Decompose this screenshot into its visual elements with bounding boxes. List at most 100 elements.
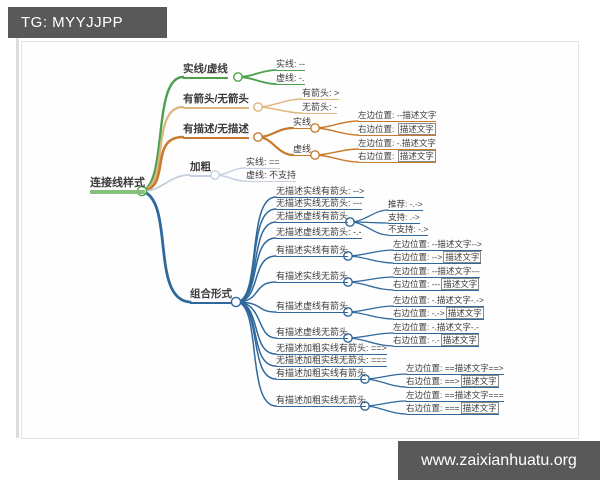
node-combo-r11[interactable]: 有描述加粗实线有箭头 <box>276 368 367 380</box>
node-toggle[interactable] <box>233 72 243 82</box>
edge <box>256 126 295 139</box>
edge <box>235 301 277 339</box>
node-desc-dashed[interactable]: 虚线 <box>293 144 312 156</box>
edge <box>364 378 407 388</box>
node-combo-r6-left[interactable]: 左边位置: --描述文字--- <box>393 266 480 278</box>
node-combo-r11-left[interactable]: 左边位置: ==描述文字==> <box>406 363 504 375</box>
edge <box>314 154 359 163</box>
edge <box>364 373 407 380</box>
node-desc-solid-left[interactable]: 左边位置: --描述文字 <box>358 110 437 122</box>
edge <box>314 120 359 129</box>
node-combo-r6-right[interactable]: 右边位置: ---描述文字 <box>393 278 480 291</box>
node-combo-r12-right[interactable]: 右边位置: ===描述文字 <box>406 402 499 415</box>
node-combo-r9[interactable]: 无描述加粗实线有箭头: ==> <box>276 343 387 355</box>
node-toggle[interactable] <box>253 132 263 142</box>
node-desc-solid-right[interactable]: 右边位置: 描述文字 <box>358 123 436 136</box>
edge <box>314 148 359 156</box>
node-with-arrow[interactable]: 有箭头: > <box>302 88 340 100</box>
node-combo-r10[interactable]: 无描述加粗实线无箭头: === <box>276 355 387 367</box>
node-desc-solid[interactable]: 实线 <box>293 117 312 129</box>
label-prefix: 右边位置: --> <box>393 252 443 262</box>
node-combo-r7[interactable]: 有描述虚线有箭头 <box>276 301 349 313</box>
edge <box>349 209 389 223</box>
node-combo-r3-recommend[interactable]: 推荐: -.-> <box>388 199 423 211</box>
node-toggle[interactable] <box>343 307 353 317</box>
edge-root-arrow <box>140 105 185 193</box>
edge <box>347 305 394 313</box>
node-combo-r6[interactable]: 有描述实线无箭头 <box>276 271 349 283</box>
edge <box>347 249 394 257</box>
node-combo-r2[interactable]: 无描述实线无箭头: --- <box>276 198 362 210</box>
node-desc[interactable]: 有描述/无描述 <box>183 123 249 139</box>
node-combo-r8-left[interactable]: 左边位置: -.描述文字-.- <box>393 322 479 334</box>
node-toggle[interactable] <box>343 333 353 343</box>
edge-root-solid-dashed <box>140 75 185 193</box>
node-no-arrow[interactable]: 无箭头: - <box>302 102 337 114</box>
edge <box>364 400 407 407</box>
label-boxed: 描述文字 <box>397 123 436 135</box>
node-solid-syntax[interactable]: 实线: -- <box>276 59 305 71</box>
edge-root-desc <box>140 135 185 193</box>
left-divider <box>16 36 19 438</box>
node-desc-dashed-left[interactable]: 左边位置: -.描述文字 <box>358 138 436 150</box>
edge <box>235 301 277 407</box>
node-dashed-syntax[interactable]: 虚线: -. <box>276 73 305 85</box>
node-root[interactable]: 连接线样式 <box>90 177 145 194</box>
node-combo-r3[interactable]: 无描述虚线有箭头 <box>276 211 349 223</box>
node-toggle[interactable] <box>360 401 370 411</box>
label-prefix: 右边位置: <box>358 151 397 161</box>
label-boxed: 描述文字 <box>441 278 480 290</box>
edge <box>237 69 277 78</box>
node-combo-r5-left[interactable]: 左边位置: --描述文字--> <box>393 239 483 251</box>
label-boxed: 描述文字 <box>443 251 482 263</box>
node-combo-r4[interactable]: 无描述虚线无箭头: -.- <box>276 227 362 239</box>
edge <box>237 76 277 85</box>
node-toggle[interactable] <box>230 296 242 308</box>
label-boxed: 描述文字 <box>460 402 499 414</box>
label-prefix: 右边位置: === <box>406 403 460 413</box>
node-combo-r8[interactable]: 有描述虚线无箭头 <box>276 327 349 339</box>
edge <box>314 127 359 136</box>
label-boxed: 描述文字 <box>460 375 499 387</box>
node-toggle[interactable] <box>310 123 320 133</box>
node-bold[interactable]: 加粗 <box>190 161 211 177</box>
node-combo-r12[interactable]: 有描述加粗实线无箭头 <box>276 395 367 407</box>
edge <box>347 332 394 339</box>
node-combo-r12-left[interactable]: 左边位置: ==描述文字=== <box>406 390 504 402</box>
node-combo-r11-right[interactable]: 右边位置: ==>描述文字 <box>406 375 499 388</box>
watermark-tag: TG: MYYJJPP <box>8 7 167 38</box>
node-combo-r7-right[interactable]: 右边位置: -.->描述文字 <box>393 307 484 320</box>
edge <box>257 106 303 114</box>
edge <box>256 135 295 157</box>
node-desc-dashed-right[interactable]: 右边位置: 描述文字 <box>358 150 436 163</box>
edge <box>347 255 394 264</box>
node-bold-solid[interactable]: 实线: == <box>246 157 280 169</box>
edge <box>347 311 394 320</box>
node-toggle[interactable] <box>360 374 370 384</box>
watermark-site: www.zaixianhuatu.org <box>398 441 600 480</box>
node-solid-dashed[interactable]: 实线/虚线 <box>183 63 228 79</box>
label-boxed: 描述文字 <box>397 150 436 162</box>
node-bold-dashed[interactable]: 虚线: 不支持 <box>246 170 297 182</box>
label-prefix: 右边位置: ==> <box>406 376 460 386</box>
label-boxed: 描述文字 <box>445 307 484 319</box>
node-combo-r8-right[interactable]: 右边位置: -.-描述文字 <box>393 334 479 347</box>
node-combo-r1[interactable]: 无描述实线有箭头: --> <box>276 186 365 198</box>
node-toggle[interactable] <box>343 277 353 287</box>
node-combo-r5-right[interactable]: 右边位置: -->描述文字 <box>393 251 482 264</box>
label-prefix: 右边位置: -.-> <box>393 308 445 318</box>
node-combo-r5[interactable]: 有描述实线有箭头 <box>276 245 349 257</box>
node-combo[interactable]: 组合形式 <box>190 288 232 304</box>
diagram-frame <box>21 41 579 439</box>
edge <box>364 405 407 415</box>
edge <box>347 281 394 291</box>
node-combo-r3-support[interactable]: 支持: .-> <box>388 212 420 224</box>
node-toggle[interactable] <box>210 170 220 180</box>
node-toggle[interactable] <box>310 150 320 160</box>
node-combo-r7-left[interactable]: 左边位置: -.描述文字-.-> <box>393 295 484 307</box>
node-arrow[interactable]: 有箭头/无箭头 <box>183 93 249 109</box>
node-toggle[interactable] <box>253 102 263 112</box>
node-combo-r3-unsupported[interactable]: 不支持: -.> <box>388 224 429 236</box>
